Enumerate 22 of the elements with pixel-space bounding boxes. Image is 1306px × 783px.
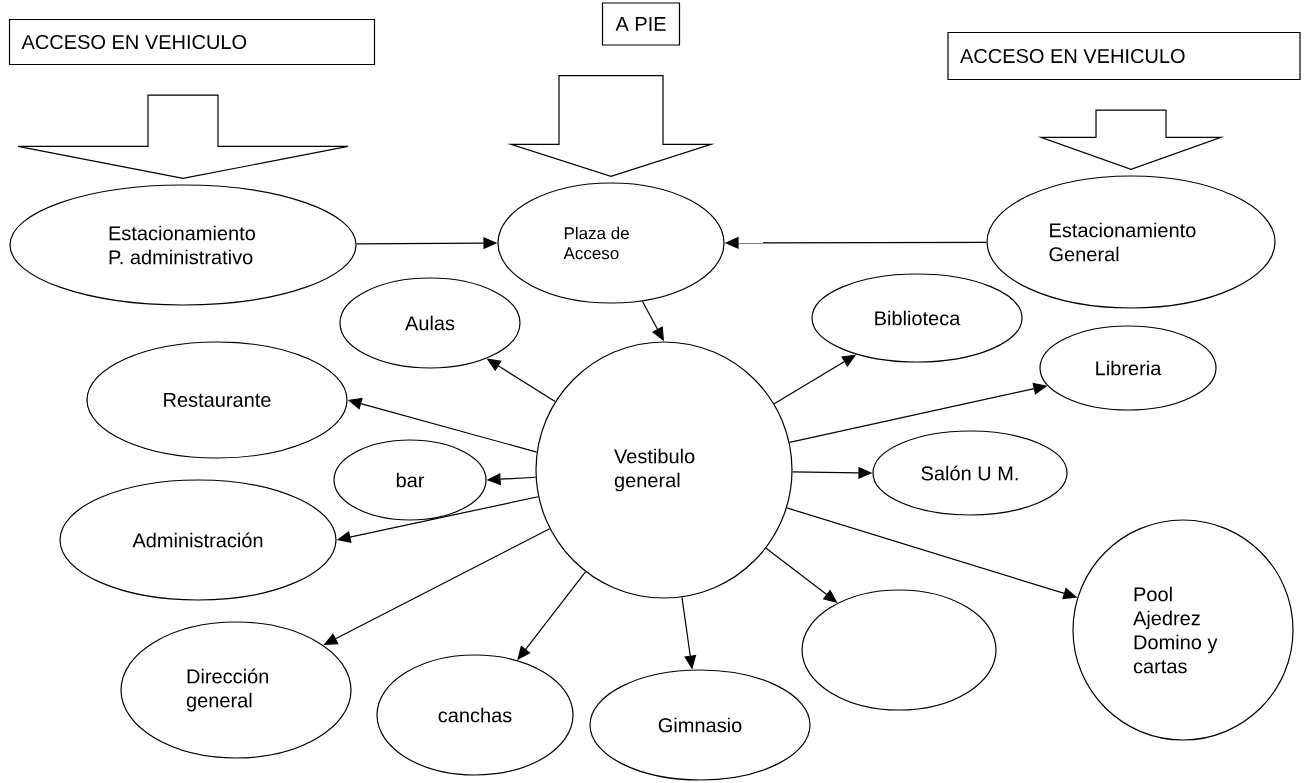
ellipse-node: Dirección general: [120, 621, 352, 759]
ellipse-node: [801, 589, 997, 711]
ellipse-node: Administración: [59, 479, 337, 601]
circle-node: Pool Ajedrez Domino y cartas: [1072, 519, 1294, 741]
ellipse-node: Estacionamiento General: [986, 175, 1276, 309]
block-arrow: [507, 75, 715, 177]
label-box: A PIE: [601, 2, 681, 46]
ellipse-node: Estacionamiento P. administrativo: [9, 184, 357, 306]
ellipse-node: Biblioteca: [811, 273, 1023, 363]
ellipse-node: Plaza de Acceso: [497, 182, 725, 304]
label-box: ACCESO EN VEHICULO: [8, 18, 376, 66]
ellipse-node: Gimnasio: [589, 669, 811, 781]
circle-node: Vestibulo general: [535, 341, 793, 599]
ellipse-node: Libreria: [1039, 325, 1217, 411]
label-box: ACCESO EN VEHICULO: [947, 31, 1301, 81]
ellipse-node: Restaurante: [86, 341, 348, 459]
block-arrow: [1037, 109, 1225, 171]
ellipse-node: bar: [333, 439, 487, 521]
ellipse-node: Aulas: [339, 277, 521, 369]
ellipse-node: canchas: [376, 654, 574, 776]
block-arrow: [17, 94, 349, 179]
ellipse-node: Salón U M.: [872, 430, 1068, 516]
